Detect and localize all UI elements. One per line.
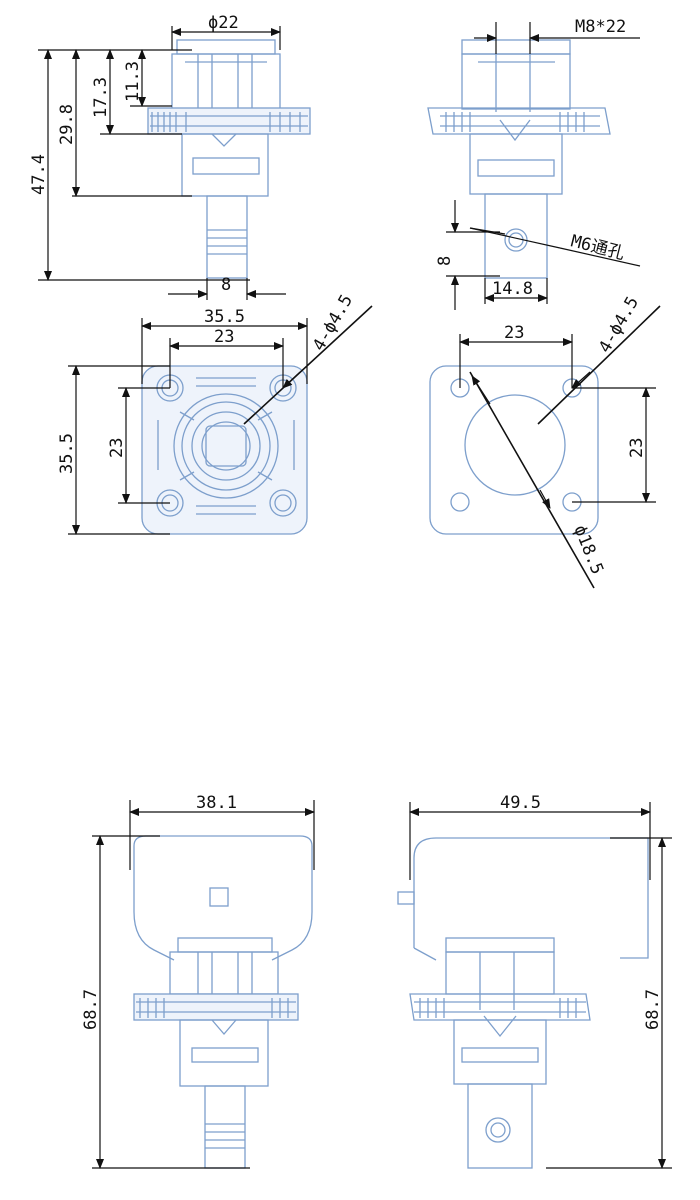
top-plan-view	[429, 365, 599, 535]
dim-bottom-w-35-5: 35.5	[204, 307, 245, 327]
dim-bottom-w-23: 23	[214, 327, 234, 347]
dim-front-11-3: 11.3	[123, 61, 143, 102]
dim-front-dia22: ϕ22	[208, 13, 239, 33]
dim-bottom-h-35-5: 35.5	[57, 433, 77, 474]
dim-front-29-8: 29.8	[57, 104, 77, 145]
dim-top-holes: 4-ϕ4.5	[595, 293, 643, 356]
dim-side-thread: M8*22	[575, 17, 626, 37]
front-view	[147, 39, 311, 279]
front-cover-dimensions: 38.1 68.7	[81, 793, 315, 1169]
dim-cover-front-68-7: 68.7	[81, 989, 101, 1030]
dim-cover-side-68-7: 68.7	[643, 989, 663, 1030]
bottom-plan-view	[141, 365, 308, 535]
top-plan-dimensions: 23 23 4-ϕ4.5 ϕ18.5	[459, 293, 661, 589]
dim-side-8: 8	[435, 256, 455, 266]
dim-bottom-holes: 4-ϕ4.5	[309, 291, 357, 354]
dim-cover-side-49-5: 49.5	[500, 793, 541, 813]
front-cover-view	[133, 835, 313, 1169]
dim-bottom-h-23: 23	[107, 438, 127, 458]
side-cover-dimensions: 49.5 68.7	[409, 793, 672, 1169]
dim-side-m6-hole: M6通孔	[569, 231, 627, 264]
side-view	[427, 39, 611, 279]
dim-side-14-8: 14.8	[492, 279, 533, 299]
dim-front-17-3: 17.3	[91, 77, 111, 118]
side-view-dimensions: M8*22 M6通孔 8 14.8	[435, 17, 641, 310]
dim-front-47-4: 47.4	[29, 154, 49, 195]
side-cover-view	[397, 837, 649, 1169]
dim-front-8: 8	[221, 275, 231, 295]
dim-cover-front-38-1: 38.1	[196, 793, 237, 813]
dim-top-dia-18-5: ϕ18.5	[569, 522, 607, 577]
dim-top-w-23: 23	[504, 323, 524, 343]
front-view-dimensions: ϕ22 47.4 29.8 17.3 11.3 8	[29, 13, 286, 300]
dim-top-h-23: 23	[627, 438, 647, 458]
